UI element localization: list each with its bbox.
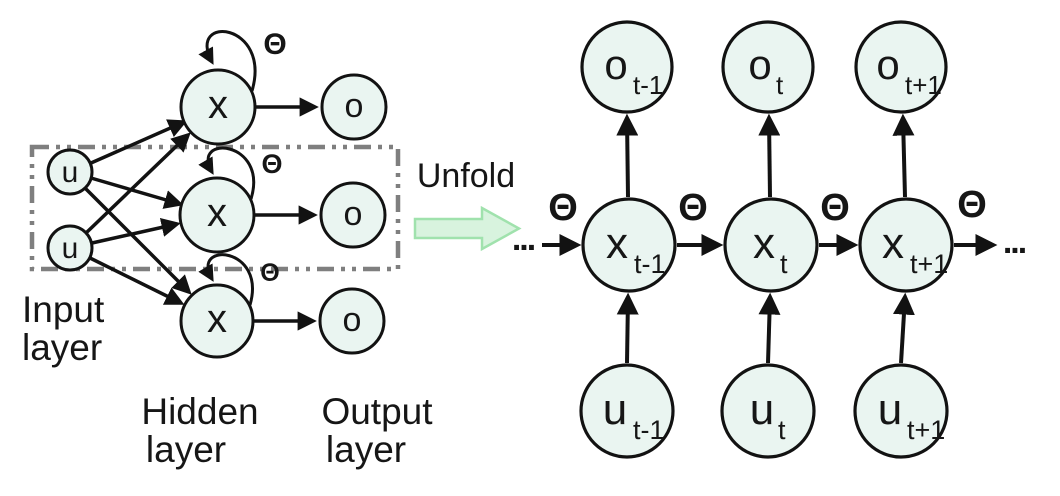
hidden-node-xt-1 bbox=[581, 197, 677, 293]
input-node-ut bbox=[720, 363, 816, 459]
arrow-ut-to-xt bbox=[758, 292, 781, 364]
theta-label-chain-3: Θ bbox=[820, 187, 850, 229]
ellipsis-right: ... bbox=[1003, 223, 1026, 261]
theta-label-x3: Θ bbox=[260, 259, 279, 287]
hidden-node-xt bbox=[723, 197, 819, 293]
output-node-ot bbox=[721, 20, 815, 114]
hidden-to-output-arrows bbox=[253, 97, 319, 331]
output-node-ot-1 bbox=[580, 20, 674, 114]
theta-label-x1: Θ bbox=[263, 28, 286, 61]
theta-label-chain-2: Θ bbox=[678, 187, 708, 229]
output-node-o2 bbox=[319, 181, 387, 249]
theta-label-chain-1: Θ bbox=[548, 187, 578, 229]
input-node-ut-label: u bbox=[750, 385, 774, 434]
layer-captions: Input layer Hidden layer Output layer bbox=[22, 289, 433, 470]
arrow-xt-1-to-ot-1 bbox=[616, 113, 639, 198]
arrow-u2-to-x2 bbox=[91, 217, 181, 245]
output-node-ot-1-sub: t-1 bbox=[633, 70, 663, 100]
input-node-ut1-label: u bbox=[878, 385, 902, 434]
output-node-ot1 bbox=[854, 20, 948, 114]
unfold-section: Unfold bbox=[413, 157, 522, 252]
input-node-ut-1 bbox=[579, 363, 675, 459]
hidden-node-xt-1-sub: t-1 bbox=[634, 249, 666, 279]
theta-label-chain-4: Θ bbox=[957, 184, 987, 226]
self-loop-x1 bbox=[198, 30, 257, 92]
hidden-node-xt-sub: t bbox=[780, 249, 788, 279]
arrow-u2-to-x3 bbox=[89, 256, 185, 305]
arrow-u1-to-x1 bbox=[90, 119, 188, 165]
output-node-o3-label: o bbox=[343, 301, 362, 339]
input-node-ut1 bbox=[853, 363, 949, 459]
self-loop-x3 bbox=[198, 253, 254, 306]
hidden-layer-caption-line1: Hidden bbox=[141, 391, 258, 432]
output-node-o1 bbox=[320, 73, 388, 141]
theta-label-x2: Θ bbox=[261, 149, 282, 179]
output-node-o2-label: o bbox=[344, 195, 363, 233]
arrow-xt-to-ot bbox=[758, 113, 781, 198]
output-node-ot1-label: o bbox=[876, 41, 899, 88]
arrow-u1-to-x2 bbox=[90, 176, 184, 209]
unfold-arrow-icon bbox=[413, 205, 522, 252]
input-layer-caption-line1: Input bbox=[22, 289, 105, 330]
input-layer-caption-line2: layer bbox=[22, 327, 102, 368]
hidden-layer-caption-line2: layer bbox=[146, 429, 226, 470]
recurrent-self-loops bbox=[198, 30, 257, 306]
input-node-ut-sub: t bbox=[778, 415, 786, 445]
hidden-node-xt-label: x bbox=[753, 219, 775, 268]
input-node-ut-1-sub: t-1 bbox=[633, 415, 665, 445]
hidden-node-x3 bbox=[179, 283, 255, 359]
hidden-node-x1 bbox=[179, 68, 257, 146]
input-to-hidden-arrows bbox=[83, 119, 192, 305]
output-node-o1-label: o bbox=[345, 87, 364, 125]
hidden-node-xt1-label: x bbox=[882, 219, 904, 268]
input-layer-dashed-box bbox=[29, 144, 401, 272]
hidden-node-x2 bbox=[178, 176, 256, 254]
ellipsis-left: ... bbox=[512, 220, 535, 258]
hidden-node-x1-label: x bbox=[208, 83, 228, 127]
arrow-u2-to-x1 bbox=[84, 132, 191, 235]
arrow-ut-1-to-xt-1 bbox=[616, 292, 639, 364]
output-layer-caption-line1: Output bbox=[321, 391, 433, 432]
input-to-hidden-arrows-unfolded bbox=[616, 292, 915, 364]
arrow-ut1-to-xt1 bbox=[892, 292, 915, 364]
hidden-node-x3-label: x bbox=[207, 297, 227, 341]
unfolded-network: ... ... o t-1 o t o bbox=[512, 20, 1028, 459]
output-node-o3 bbox=[318, 287, 386, 355]
input-node-ut-1-label: u bbox=[603, 385, 627, 434]
input-node-u1 bbox=[46, 148, 94, 196]
folded-network: u u x x x o o o Θ Θ Θ Input layer Hidden… bbox=[22, 28, 433, 470]
self-loop-x2 bbox=[198, 146, 255, 200]
input-node-u2 bbox=[46, 224, 94, 272]
hidden-node-xt1-sub: t+1 bbox=[910, 249, 948, 279]
arrow-u1-to-x3 bbox=[83, 186, 192, 295]
output-node-ot-label: o bbox=[748, 41, 771, 88]
input-node-u2-label: u bbox=[62, 232, 79, 265]
hidden-node-xt-1-label: x bbox=[606, 219, 628, 268]
input-node-ut1-sub: t+1 bbox=[907, 415, 945, 445]
hidden-node-x2-label: x bbox=[207, 191, 227, 235]
unfold-label: Unfold bbox=[417, 157, 515, 195]
hidden-to-output-arrows-unfolded bbox=[616, 113, 915, 198]
output-node-ot-sub: t bbox=[776, 70, 784, 100]
output-node-ot1-sub: t+1 bbox=[905, 70, 942, 100]
arrow-xt1-to-ot1 bbox=[892, 113, 915, 198]
hidden-node-xt1 bbox=[858, 197, 954, 293]
output-node-ot-1-label: o bbox=[604, 41, 627, 88]
output-layer-caption-line2: layer bbox=[326, 429, 406, 470]
input-node-u1-label: u bbox=[62, 156, 79, 189]
